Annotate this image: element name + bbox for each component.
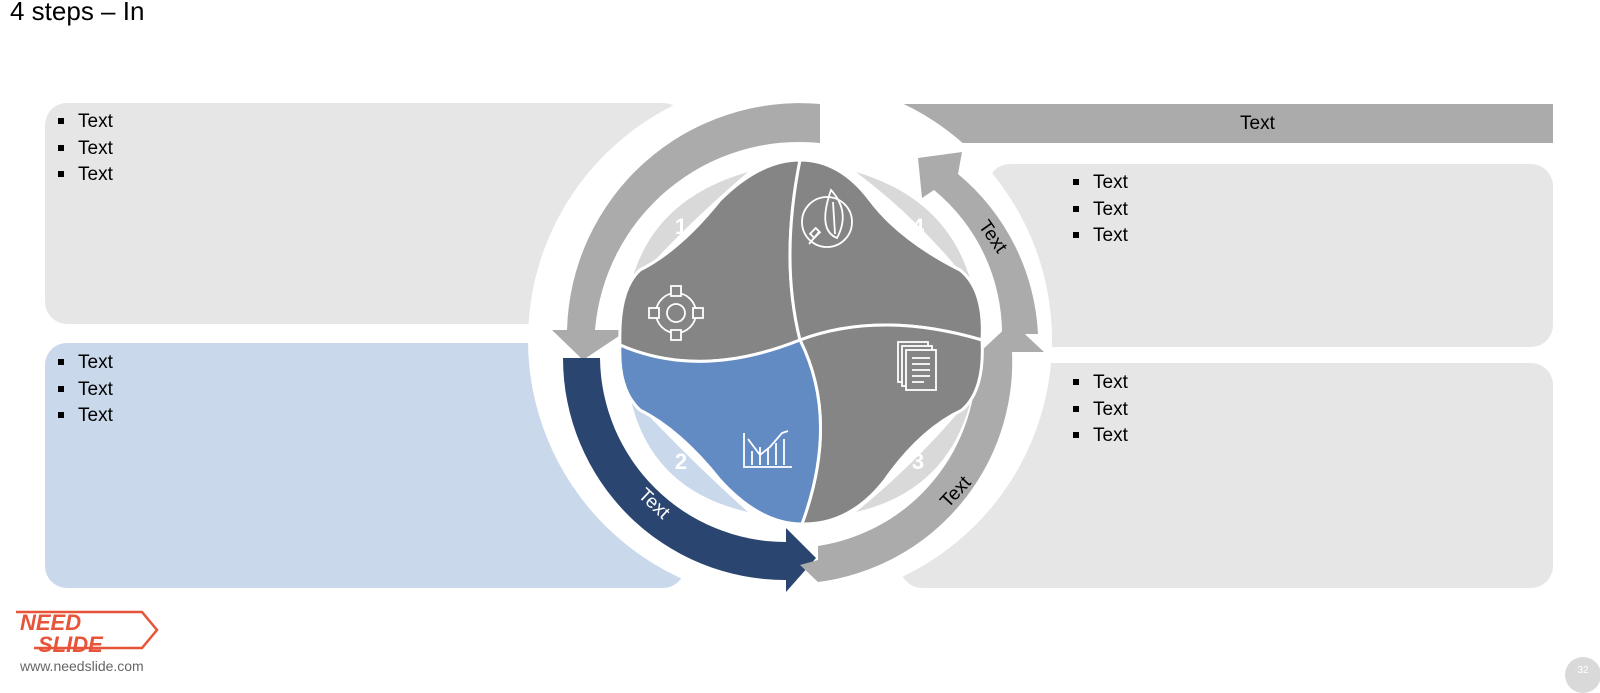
list-item: Text (1073, 370, 1128, 397)
arrow-outer-top-left (552, 103, 820, 360)
banner-label: Text (1240, 113, 1275, 134)
list-item: Text (58, 162, 113, 189)
growth-chart-icon (743, 430, 792, 468)
list-item: Text (58, 136, 113, 163)
list-item: Text (58, 377, 113, 404)
step-number-2: 2 (675, 449, 687, 474)
list-item: Text (1073, 170, 1128, 197)
svg-text:SLIDE: SLIDE (38, 632, 104, 657)
website-url[interactable]: www.needslide.com (20, 658, 144, 674)
bullet-list-right-bottom: Text Text Text (1073, 370, 1128, 450)
bullet-list-right-top: Text Text Text (1073, 170, 1128, 250)
arrow-step-3 (800, 322, 1044, 582)
list-item: Text (58, 403, 113, 430)
step-number-4: 4 (912, 214, 925, 239)
gear-network-icon (648, 285, 704, 341)
bullet-list-bottom-left: Text Text Text (58, 350, 113, 430)
step-number-3: 3 (912, 449, 924, 474)
bullet-list-top-left: Text Text Text (58, 109, 113, 189)
list-item: Text (1073, 423, 1128, 450)
arrow-step-2 (563, 358, 816, 592)
list-item: Text (1073, 397, 1128, 424)
documents-icon (897, 341, 937, 391)
list-item: Text (1073, 223, 1128, 250)
panel-right-top (988, 164, 1553, 347)
list-item: Text (58, 109, 113, 136)
needslide-logo: NEED SLIDE (16, 610, 159, 657)
svg-text:NEED: NEED (20, 610, 81, 635)
list-item: Text (1073, 197, 1128, 224)
leaf-plug-icon (801, 188, 853, 248)
step-number-1: 1 (675, 214, 687, 239)
petal-step-4 (788, 158, 984, 342)
slide-title: 4 steps – In (10, 0, 145, 26)
petal-step-2 (618, 338, 822, 526)
list-item: Text (58, 350, 113, 377)
page-number: 32 (1565, 657, 1600, 693)
arrow-step-4 (918, 152, 1038, 334)
